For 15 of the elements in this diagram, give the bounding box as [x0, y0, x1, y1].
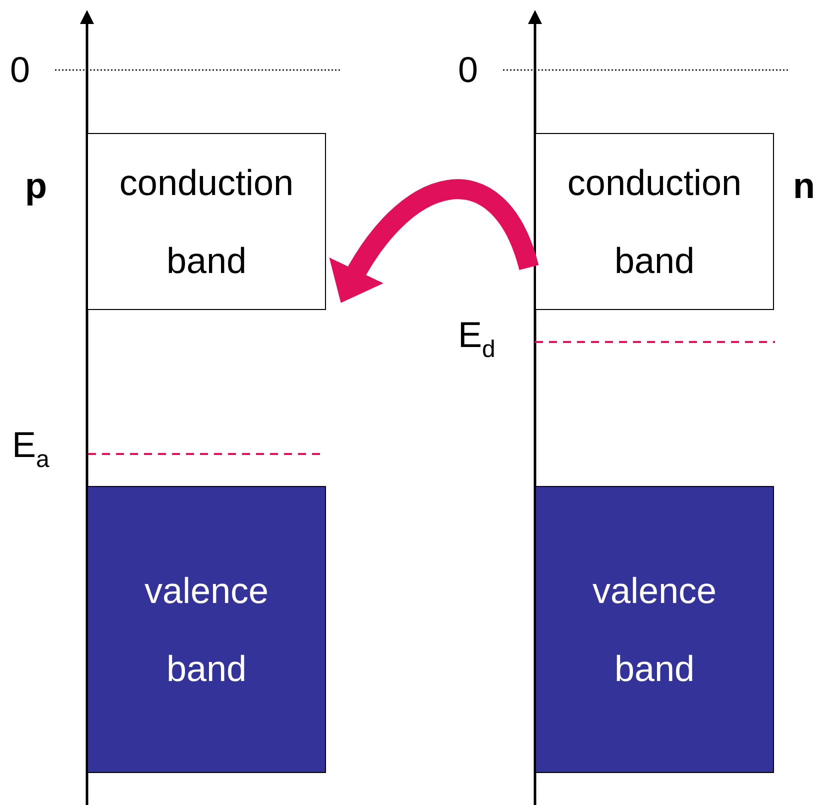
energy-level-label: E$_{a}$: [12, 425, 50, 465]
region-label: n: [793, 166, 815, 206]
band-label: valence band: [143, 568, 270, 690]
curved-arrow: [330, 180, 538, 303]
band-label: conduction band: [118, 160, 295, 282]
energy-value: 0: [10, 50, 30, 90]
conduction-band-box: [87, 133, 326, 310]
energy-value: 0: [458, 50, 478, 90]
band-label: valence band: [591, 568, 718, 690]
band-label: conduction band: [566, 160, 743, 282]
energy-level-label: E$_{d}$: [458, 315, 496, 355]
region-label: p: [25, 166, 47, 206]
valence-band-box: [535, 486, 774, 773]
valence-band-box: [87, 486, 326, 773]
conduction-band-box: [535, 133, 774, 310]
